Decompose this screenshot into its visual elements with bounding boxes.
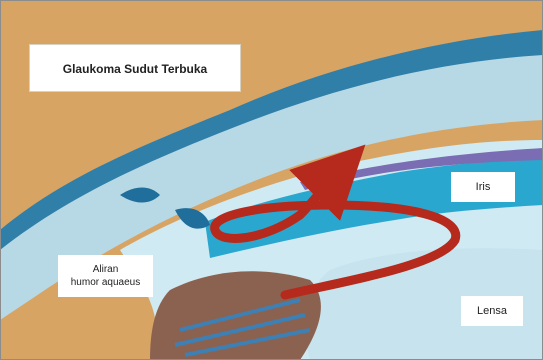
lens-label: Lensa bbox=[461, 296, 523, 326]
aqueous-flow-label: Aliran humor aquaeus bbox=[58, 255, 153, 297]
iris-label: Iris bbox=[451, 172, 515, 202]
diagram-title: Glaukoma Sudut Terbuka bbox=[29, 44, 241, 92]
